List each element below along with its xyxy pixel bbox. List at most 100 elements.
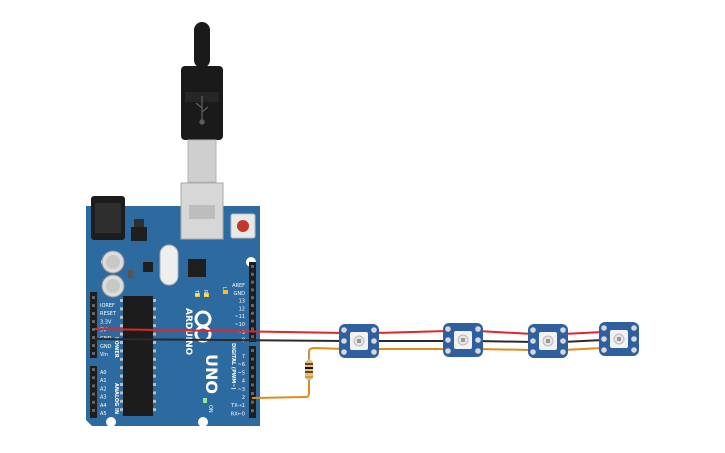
wire-gnd[interactable] (94, 338, 604, 343)
crystal-oscillator (159, 244, 179, 286)
header-hole[interactable] (92, 368, 95, 371)
header-hole[interactable] (251, 409, 254, 413)
neopixel-1[interactable] (339, 324, 379, 358)
header-hole[interactable] (251, 265, 254, 268)
analog-pin-label: A4 (100, 403, 107, 409)
header-hole[interactable] (92, 400, 95, 404)
chip-pin (120, 399, 123, 403)
chip-pin (120, 374, 123, 378)
wires (94, 328, 604, 399)
neopixel-die (357, 339, 361, 343)
power-pin-label: 5V (100, 328, 107, 334)
header-hole[interactable] (92, 304, 95, 307)
header-hole[interactable] (92, 336, 95, 339)
power-pin-label: Vin (100, 352, 108, 358)
header-hole[interactable] (92, 352, 95, 355)
digital-pin-label: ~6 (238, 362, 245, 368)
digital-pin-label: ~9 (238, 330, 245, 336)
analog-pin-label: A0 (100, 370, 107, 376)
neopixel-pad (341, 327, 347, 333)
atmega-chip (123, 296, 153, 416)
header-hole[interactable] (92, 320, 95, 323)
wire-resistor-to-pixel[interactable] (308, 346, 604, 359)
digital-pin-label: 2 (242, 395, 245, 401)
neopixel-pad (601, 325, 607, 331)
capacitor (106, 255, 120, 269)
header-hole[interactable] (251, 280, 254, 284)
neopixel-die (617, 337, 621, 341)
usb-plug-metal (187, 139, 217, 183)
header-hole[interactable] (92, 409, 95, 412)
header-hole[interactable] (251, 327, 254, 331)
arduino-logo-icon (194, 310, 212, 343)
neopixel-pad (445, 326, 451, 332)
neopixel-pad (371, 327, 377, 333)
neopixel-pad (475, 337, 481, 343)
neopixel-pad (560, 338, 566, 344)
neopixel-2[interactable] (443, 323, 483, 357)
header-hole[interactable] (251, 288, 254, 292)
chip-pin (120, 357, 123, 361)
chip-pin (120, 391, 123, 395)
chip-pin (120, 383, 123, 386)
header-hole[interactable] (251, 366, 254, 370)
resistor-band (305, 363, 313, 365)
header-hole[interactable] (92, 312, 95, 315)
header-hole[interactable] (251, 311, 254, 315)
reset-button-cap[interactable] (237, 220, 249, 232)
power-section-label: POWER (113, 337, 119, 358)
wire-5v[interactable] (94, 328, 604, 335)
neopixel-pad (341, 349, 347, 355)
usb-chip (188, 259, 206, 277)
power-pin-label: RESET (100, 311, 117, 317)
header-hole[interactable] (251, 383, 254, 387)
voltage-regulator (131, 227, 147, 241)
header-hole[interactable] (92, 392, 95, 396)
chip-pin (153, 366, 156, 370)
led-l (223, 290, 228, 294)
chip-pin (153, 299, 156, 302)
digital-pin-label: ~11 (234, 314, 245, 320)
usb-symbol-icon (195, 96, 209, 125)
header-hole[interactable] (251, 357, 254, 361)
led-rx (204, 293, 209, 297)
neopixel-pad (631, 325, 637, 331)
header-hole[interactable] (251, 296, 254, 300)
led-tx (195, 293, 200, 297)
wire-data-to-resistor[interactable] (251, 380, 310, 399)
digital-pin-label: 13 (239, 299, 245, 305)
resistor[interactable] (305, 356, 313, 384)
neopixel-pad (530, 349, 536, 355)
usb-b-socket-inner (189, 205, 215, 219)
neopixel-strip (339, 322, 639, 358)
chip-pin (153, 357, 156, 361)
digital-pin-label: 12 (239, 306, 245, 312)
digital-pin-label: TX→1 (230, 403, 245, 409)
header-hole[interactable] (92, 384, 95, 388)
header-hole[interactable] (251, 400, 254, 404)
analog-header (90, 366, 97, 418)
neopixel-pad (601, 347, 607, 353)
neopixel-4[interactable] (599, 322, 639, 356)
neopixel-3[interactable] (528, 324, 568, 358)
chip-pin (153, 341, 156, 344)
digital-pin-label: GND (234, 291, 246, 297)
neopixel-pad (560, 327, 566, 333)
header-hole[interactable] (251, 319, 254, 323)
chip-pin (153, 399, 156, 403)
chip-pin (120, 366, 123, 370)
header-hole[interactable] (92, 376, 95, 380)
usb-cable[interactable] (181, 22, 223, 183)
header-hole[interactable] (251, 304, 254, 307)
power-header (90, 292, 97, 358)
header-hole[interactable] (251, 392, 254, 395)
header-hole[interactable] (92, 328, 95, 331)
header-hole[interactable] (251, 374, 254, 378)
header-hole[interactable] (251, 349, 254, 352)
header-hole[interactable] (251, 272, 254, 276)
header-hole[interactable] (251, 335, 254, 339)
arduino-uno[interactable]: TX RX L ON ARDUINO UNO POWER ANALOG IN D… (86, 182, 260, 427)
header-hole[interactable] (92, 344, 95, 347)
analog-pin-label: A3 (100, 395, 107, 401)
header-hole[interactable] (92, 296, 95, 299)
